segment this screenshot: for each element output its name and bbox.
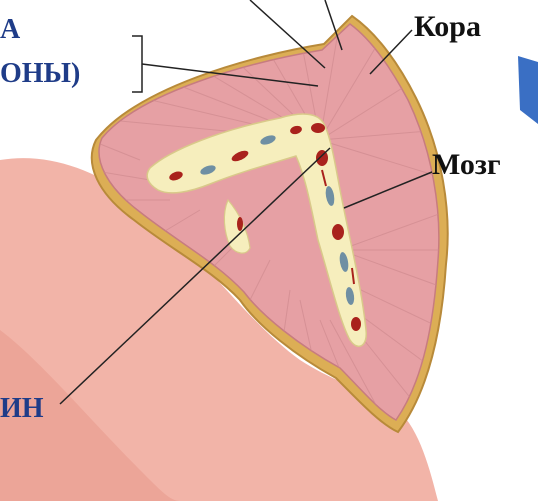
label-medulla: Мозг — [432, 150, 501, 180]
label-medulla-hormone: ИН — [0, 395, 44, 423]
label-cortex: Кора — [414, 12, 481, 42]
arrow-icon — [518, 56, 538, 124]
label-cortex-hormones-line1: А — [0, 16, 20, 44]
label-cortex-hormones-line2: ОНЫ) — [0, 60, 80, 88]
